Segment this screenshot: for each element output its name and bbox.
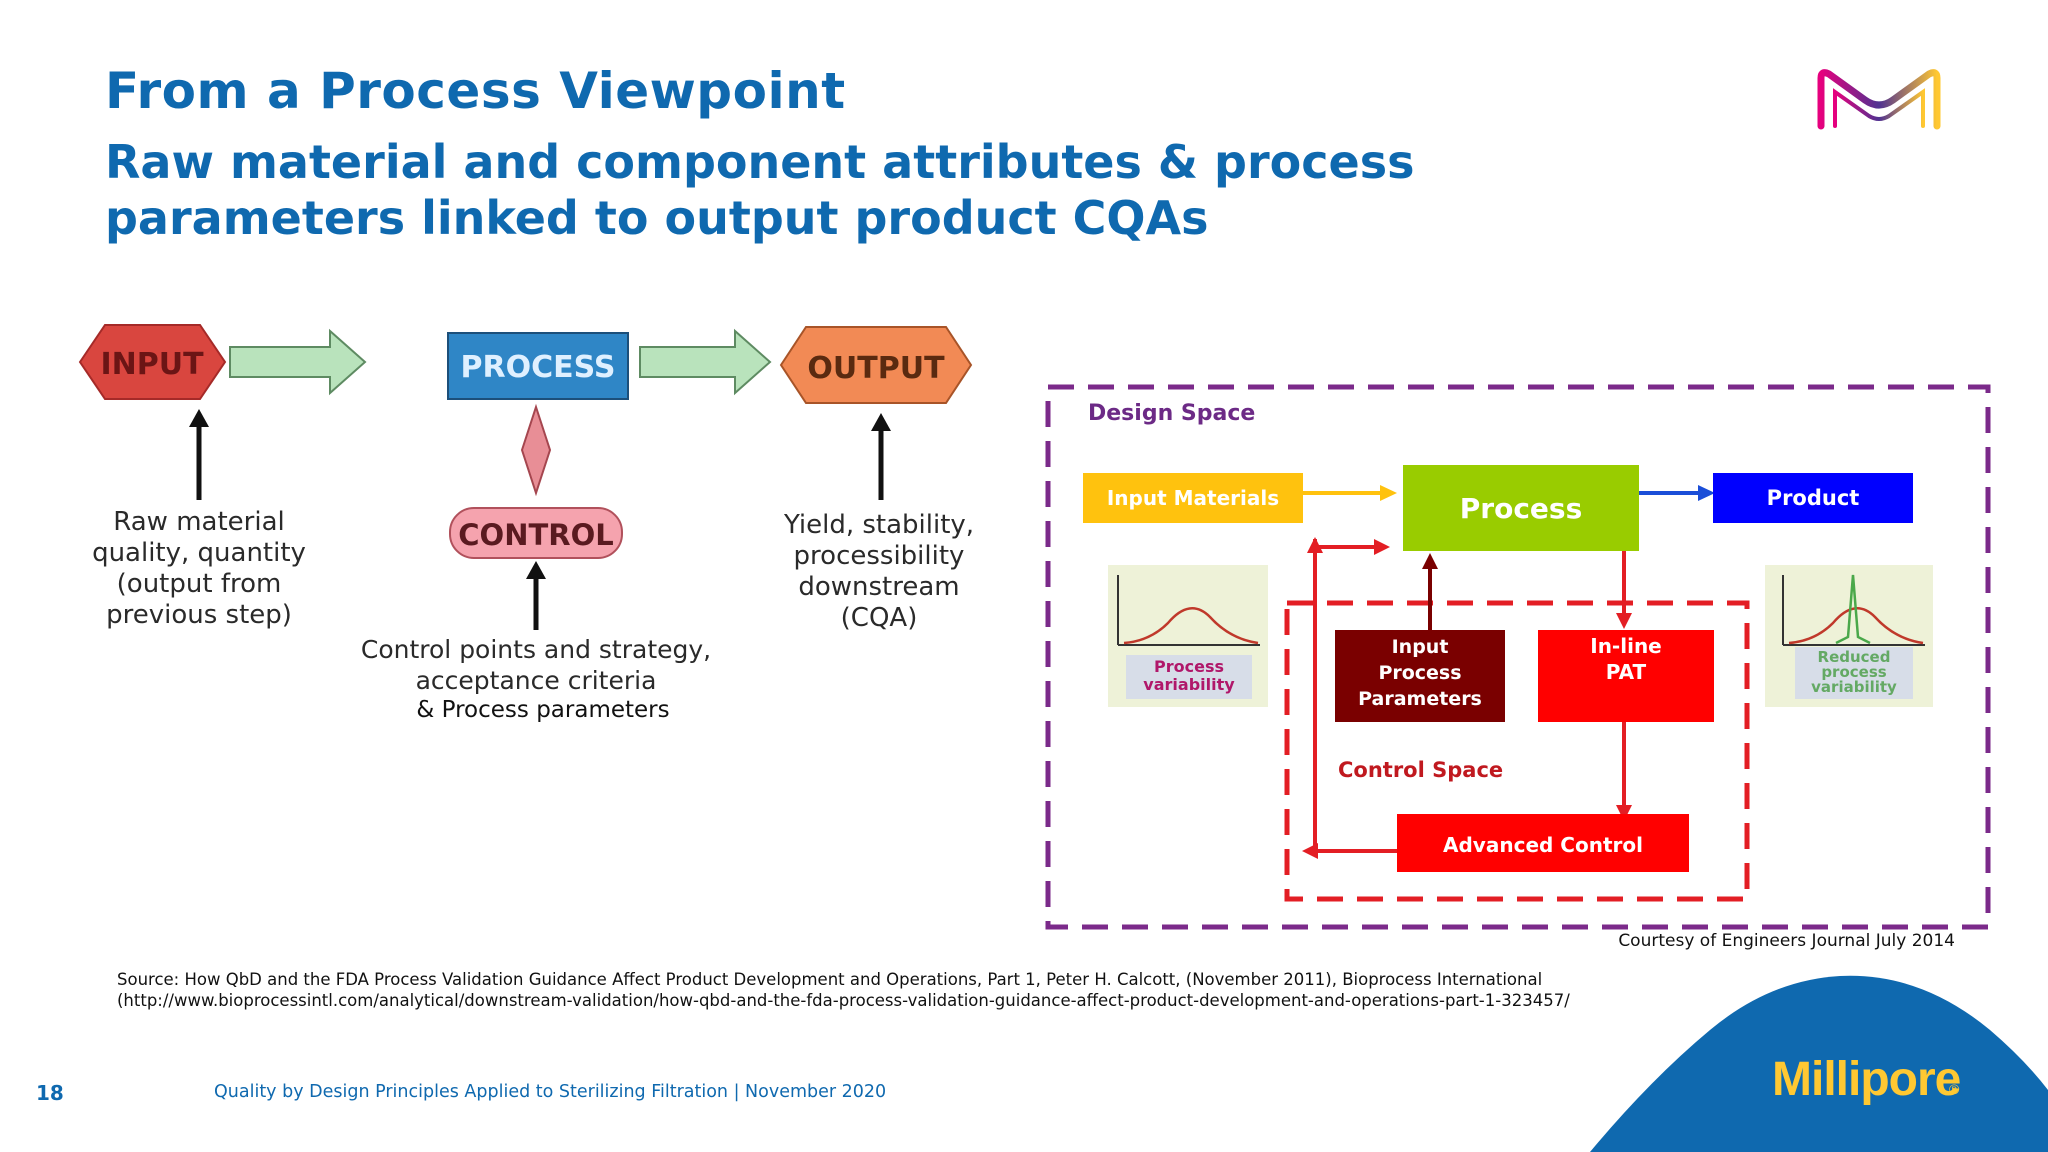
process-variability-panel: Process variability (1108, 565, 1268, 707)
reduced-variability-panel: Reduced process variability (1765, 565, 1933, 707)
input-params-label: Input (1392, 636, 1449, 658)
output-note: Yield, stability, processibility downstr… (783, 510, 974, 633)
millipore-logo: Millipore (1772, 1053, 1961, 1106)
control-diamond-icon (520, 403, 552, 497)
control-note-extra: & Process parameters (416, 697, 669, 723)
slide-title: From a Process Viewpoint (105, 62, 846, 120)
reduced-variability-label: Reduced (1818, 648, 1891, 666)
input-label: INPUT (100, 347, 204, 382)
input-params-label: Parameters (1358, 688, 1482, 710)
svg-text:downstream: downstream (798, 572, 959, 602)
svg-text:(output from: (output from (117, 569, 282, 599)
svg-text:quality, quantity: quality, quantity (92, 538, 306, 568)
input-note: Raw material quality, quantity (output f… (92, 507, 306, 630)
flow-arrow-right-icon (229, 328, 367, 396)
footer-text: Quality by Design Principles Applied to … (214, 1082, 887, 1102)
inline-pat-label: In-line (1590, 634, 1662, 658)
process-variability-label: Process (1154, 657, 1224, 676)
arrow-down-icon (1616, 613, 1632, 629)
brand-arc-shape (1590, 975, 2048, 1152)
svg-text:Raw material: Raw material (113, 507, 284, 537)
arrow-down-icon (1616, 805, 1632, 821)
control-label: CONTROL (458, 518, 613, 552)
arrow-right-icon (1380, 485, 1397, 501)
process-flow-diagram: INPUT PROCESS OUTPUT CONTROL Raw materia… (78, 324, 974, 723)
svg-text:Yield, stability,: Yield, stability, (783, 510, 974, 540)
svg-text:(CQA): (CQA) (841, 603, 918, 633)
arrow-up-icon (1307, 537, 1323, 553)
registered-mark-icon: ® (1949, 1081, 1960, 1097)
svg-text:Control points and strategy,: Control points and strategy, (361, 635, 711, 664)
source-citation: Source: How QbD and the FDA Process Vali… (117, 970, 1570, 1010)
svg-text:processibility: processibility (794, 541, 965, 571)
up-arrow-icon (871, 413, 891, 500)
page-number: 18 (36, 1081, 64, 1105)
reduced-variability-label: variability (1811, 678, 1897, 696)
design-space-label: Design Space (1088, 401, 1255, 426)
process-box: PROCESS (447, 332, 629, 400)
svg-text:previous step): previous step) (106, 600, 292, 630)
svg-text:acceptance criteria: acceptance criteria (416, 666, 657, 695)
reduced-variability-label: process (1821, 663, 1886, 681)
product-label: Product (1767, 486, 1860, 510)
advanced-control-label: Advanced Control (1443, 833, 1643, 857)
flow-arrow-right-icon (639, 328, 772, 396)
process-main-label: Process (1460, 492, 1583, 525)
output-label: OUTPUT (807, 351, 945, 386)
merck-logo-icon (1817, 69, 1941, 130)
control-note: Control points and strategy, acceptance … (361, 635, 711, 695)
output-box: OUTPUT (779, 326, 973, 404)
control-box: CONTROL (449, 507, 623, 559)
design-space-diagram: Design Space Input Materials Process Pro… (1045, 384, 1991, 930)
arrow-up-icon (1422, 553, 1438, 569)
process-variability-label: variability (1143, 675, 1235, 694)
up-arrow-icon (526, 561, 546, 630)
input-materials-label: Input Materials (1107, 486, 1279, 510)
control-space-border (1284, 600, 1750, 902)
control-space-label: Control Space (1338, 758, 1503, 782)
up-arrow-icon (189, 409, 209, 500)
slide-subtitle: Raw material and component attributes & … (105, 135, 1415, 245)
inline-pat-label: PAT (1606, 660, 1647, 684)
courtesy-note: Courtesy of Engineers Journal July 2014 (1618, 931, 1955, 951)
input-params-label: Process (1378, 662, 1461, 684)
process-label: PROCESS (461, 350, 616, 385)
arrow-right-icon (1698, 485, 1715, 501)
arrow-right-icon (1374, 539, 1390, 555)
design-space-border (1045, 384, 1991, 930)
input-box: INPUT (78, 324, 227, 400)
